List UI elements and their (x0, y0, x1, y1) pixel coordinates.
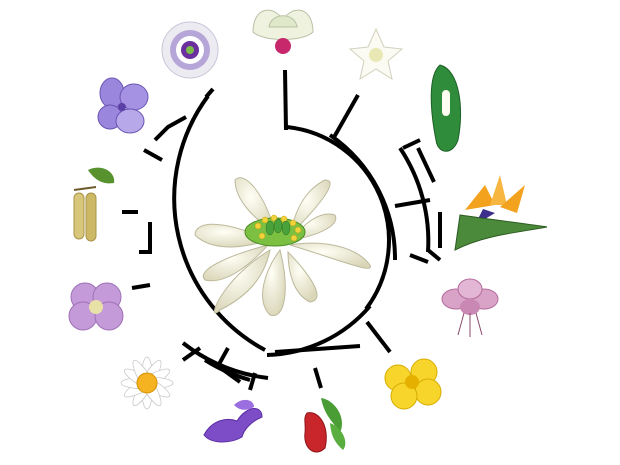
branch-buttercup (367, 322, 390, 352)
purple-iris-tip (204, 400, 262, 442)
branch-white-star (333, 95, 358, 139)
buttercup-tip (385, 359, 441, 409)
passion-flower-tip (162, 22, 218, 78)
branch-calla (403, 140, 420, 148)
catkin-tip (74, 168, 114, 241)
branch-passion-flower (206, 89, 213, 97)
ancestral-flower (195, 178, 370, 316)
center-carpels (266, 219, 290, 235)
white-star-tip (350, 29, 402, 79)
branch-lily-2 (410, 255, 428, 262)
branch-bottom-right (275, 346, 360, 352)
branch-red-green (315, 368, 321, 388)
lily-tip (442, 279, 498, 337)
branch-lily (428, 250, 440, 260)
branch-mallow (132, 285, 150, 288)
bird-of-paradise-tip (455, 175, 547, 250)
branch-left-mid (139, 222, 150, 252)
calla-lily-tip (431, 65, 460, 151)
branch-magnolia (285, 70, 286, 130)
branch-violet (144, 150, 162, 160)
daisy-tip (121, 357, 173, 409)
violet-tip (98, 78, 148, 133)
tree-arc-right-outer (330, 135, 395, 260)
mallow-tip (69, 283, 123, 330)
center-petal (290, 243, 370, 268)
magnolia-tip (253, 10, 313, 54)
tree-arc-bottom-left2 (205, 360, 250, 380)
branch-left-upper (155, 117, 186, 140)
center-petal (288, 252, 317, 302)
branch-calla-2 (418, 148, 434, 182)
red-green-flower-tip (305, 398, 346, 452)
